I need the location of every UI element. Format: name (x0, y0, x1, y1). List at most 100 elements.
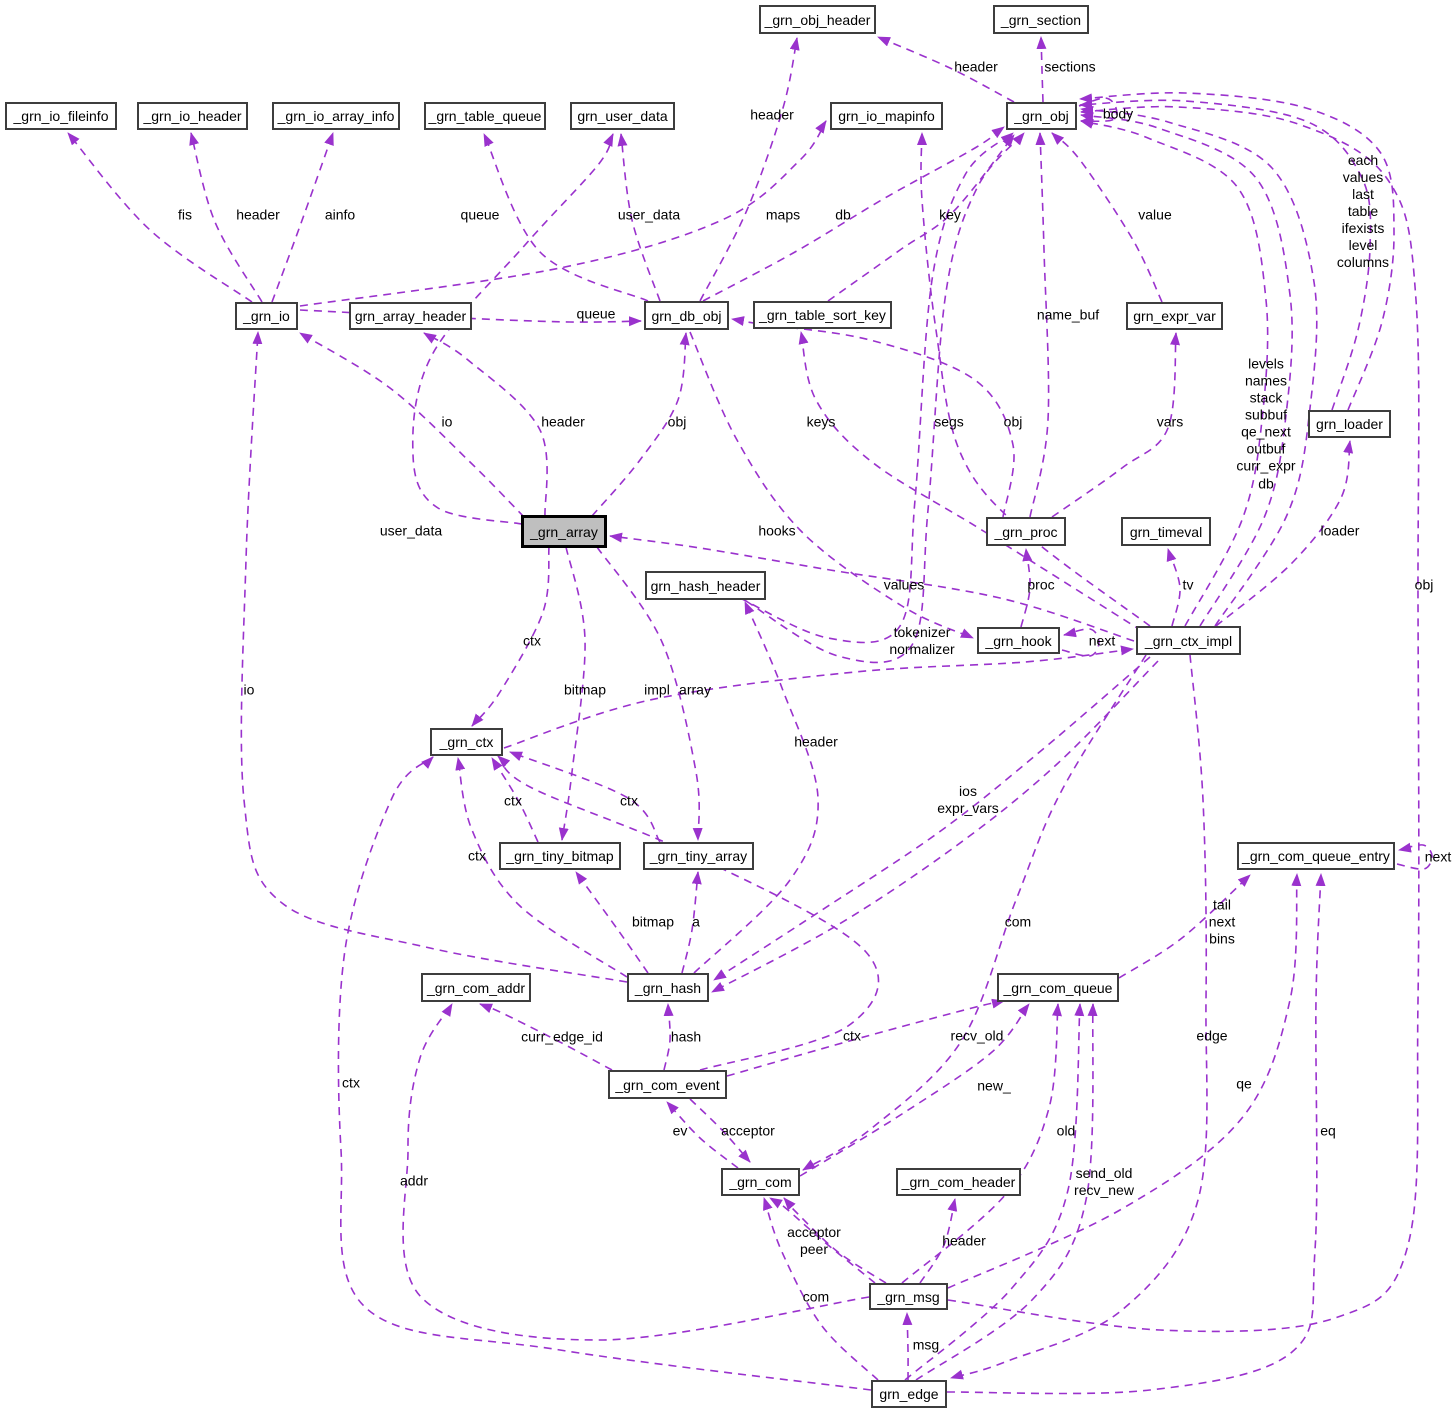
edge-label-io-_grn_io: io (243, 681, 255, 698)
node-_grn_hash[interactable]: _grn_hash (627, 973, 709, 1002)
edge-label-impl-_grn_ctx_impl: impl (644, 681, 670, 698)
node-_grn_obj[interactable]: _grn_obj (1006, 102, 1077, 130)
edge-grn_edge-_grn_msg (902, 1312, 913, 1381)
edge-label-bitmap-_grn_tiny_bitmap: bitmap (563, 681, 607, 698)
edge-label-recv_old-_grn_com_queue: recv_old (950, 1027, 1004, 1044)
edge-_grn_ctx_impl-grn_edge (950, 654, 1208, 1380)
node-_grn_proc[interactable]: _grn_proc (986, 517, 1066, 546)
node-grn_expr_var[interactable]: grn_expr_var (1126, 302, 1223, 330)
edge-label-next-_grn_com_queue_entry: next (1424, 848, 1452, 865)
edge-label-values-_grn_array: values (883, 576, 925, 593)
node-_grn_tiny_array[interactable]: _grn_tiny_array (643, 842, 754, 870)
edge-label-body-_grn_obj: body (1102, 105, 1134, 122)
edge-label-next-_grn_hook: next (1088, 632, 1116, 649)
node-_grn_io[interactable]: _grn_io (235, 302, 298, 330)
edge-_grn_ctx_impl-_grn_hash (713, 656, 1151, 981)
edge-_grn_com_event-_grn_ctx (497, 755, 880, 1071)
edge-label-user_data-grn_user_data: user_data (379, 522, 443, 539)
node-grn_user_data[interactable]: grn_user_data (570, 102, 675, 130)
edge-label-key-_grn_obj: key (939, 206, 961, 223)
edge-label-tv-grn_timeval: tv (1182, 576, 1194, 593)
edge-label-ctx-_grn_ctx: ctx (342, 1074, 360, 1091)
edge-label-vars-grn_expr_var: vars (1156, 413, 1184, 430)
node-_grn_io_fileinfo[interactable]: _grn_io_fileinfo (5, 102, 117, 130)
edge-grn_loader-_grn_obj (1079, 99, 1372, 411)
edge-label-queue-grn_db_obj: queue (576, 305, 616, 322)
edge-label-header-grn_hash_header: header (794, 733, 838, 750)
edge-label-hooks-_grn_hook: hooks (758, 522, 796, 539)
edge-label-loader-grn_loader: loader (1320, 522, 1360, 539)
edge-label-ev-_grn_com_event: ev (672, 1122, 688, 1139)
edge-label-bitmap-_grn_tiny_bitmap: bitmap (631, 913, 675, 930)
node-grn_timeval[interactable]: grn_timeval (1121, 517, 1211, 546)
edge-label-a-_grn_tiny_array: a (692, 913, 700, 930)
edge-grn_edge-_grn_com_queue_entry (946, 873, 1326, 1395)
edge-label-com-_grn_com: com (1004, 913, 1032, 930)
node-_grn_section[interactable]: _grn_section (993, 5, 1089, 34)
edge-_grn_obj-_grn_section (1036, 36, 1047, 103)
node-_grn_table_sort_key[interactable]: _grn_table_sort_key (753, 301, 892, 329)
node-grn_loader[interactable]: grn_loader (1308, 410, 1391, 438)
node-_grn_hook[interactable]: _grn_hook (977, 627, 1060, 654)
edge-label-keys-_grn_table_sort_key: keys (806, 413, 836, 430)
edge-label-hash-_grn_hash: hash (670, 1028, 702, 1045)
node-_grn_com_queue_entry[interactable]: _grn_com_queue_entry (1237, 842, 1395, 870)
node-_grn_obj_header[interactable]: _grn_obj_header (759, 5, 876, 34)
node-_grn_io_header[interactable]: _grn_io_header (137, 102, 248, 130)
edge-_grn_ctx_impl-_grn_com (802, 654, 1147, 1171)
edge-label-db-_grn_obj: db (835, 206, 851, 223)
node-_grn_ctx_impl[interactable]: _grn_ctx_impl (1136, 626, 1241, 655)
edge-label-segs-grn_io_mapinfo: segs (934, 413, 964, 430)
edge-_grn_com_event-_grn_hash (663, 1003, 674, 1071)
edge-_grn_ctx_impl-_grn_table_sort_key (798, 331, 1143, 632)
edge-_grn_ctx_impl-_grn_hash (711, 660, 1159, 993)
edge-_grn_msg-_grn_obj (947, 105, 1420, 1333)
edge-label-each-values-last-table-ifexists-level-columns-_grn_obj: each values last table ifexists level co… (1336, 152, 1390, 271)
edge-label-ainfo-_grn_io_array_info: ainfo (324, 206, 356, 223)
edge-_grn_proc-grn_db_obj (731, 316, 1015, 518)
node-_grn_tiny_bitmap[interactable]: _grn_tiny_bitmap (499, 842, 621, 870)
node-_grn_com_addr[interactable]: _grn_com_addr (421, 973, 531, 1002)
edge-label-header-_grn_obj_header: header (954, 58, 998, 75)
edge-label-proc-_grn_proc: proc (1027, 576, 1055, 593)
edge-_grn_array-_grn_io (299, 332, 525, 518)
edge-_grn_ctx_impl-grn_timeval (1166, 548, 1181, 627)
edge-label-qe-_grn_com_queue_entry: qe (1236, 1075, 1252, 1092)
edge-label-msg-_grn_msg: msg (912, 1336, 940, 1353)
edge-_grn_table_sort_key-_grn_obj (827, 134, 1015, 302)
edge-label-acceptor-_grn_com: acceptor (721, 1122, 775, 1139)
edge-label-sections-_grn_section: sections (1044, 58, 1096, 75)
node-_grn_com_event[interactable]: _grn_com_event (608, 1070, 727, 1099)
edge-label-value-_grn_obj: value (1138, 206, 1172, 223)
edge-label-send_old-recv_new-_grn_com_queue: send_old recv_new (1074, 1164, 1134, 1198)
edge-label-acceptor-peer-_grn_com: acceptor peer (787, 1223, 841, 1257)
edge-_grn_proc-_grn_obj (1029, 132, 1050, 518)
edge-label-header-grn_array_header: header (541, 413, 585, 430)
edge-_grn_hash-grn_hash_header (693, 601, 819, 974)
edge-label-io-_grn_io: io (441, 413, 453, 430)
node-_grn_array[interactable]: _grn_array (521, 515, 607, 548)
node-_grn_msg[interactable]: _grn_msg (869, 1283, 948, 1310)
edge-label-maps-grn_io_mapinfo: maps (765, 206, 801, 223)
edge-_grn_io-_grn_io_fileinfo (67, 132, 253, 303)
edge-label-ctx-_grn_ctx: ctx (523, 632, 541, 649)
node-grn_hash_header[interactable]: grn_hash_header (645, 571, 766, 600)
node-_grn_com[interactable]: _grn_com (721, 1168, 800, 1196)
node-_grn_table_queue[interactable]: _grn_table_queue (424, 102, 546, 130)
edge-label-ios-expr_vars-_grn_hash: ios expr_vars (937, 782, 999, 816)
node-_grn_com_header[interactable]: _grn_com_header (896, 1168, 1021, 1196)
node-_grn_ctx[interactable]: _grn_ctx (430, 728, 503, 756)
edge-label-edge-grn_edge: edge (1196, 1027, 1228, 1044)
node-_grn_io_array_info[interactable]: _grn_io_array_info (272, 102, 400, 130)
node-grn_db_obj[interactable]: grn_db_obj (644, 301, 729, 330)
edge-label-tail-next-bins-_grn_com_queue_entry: tail next bins (1208, 896, 1236, 947)
edge-label-user_data-grn_user_data: user_data (617, 206, 681, 223)
edge-label-addr-_grn_com_addr: addr (399, 1172, 429, 1189)
edge-label-tokenizer-normalizer-_grn_obj: tokenizer normalizer (889, 623, 955, 657)
node-grn_edge[interactable]: grn_edge (871, 1380, 947, 1408)
node-grn_io_mapinfo[interactable]: grn_io_mapinfo (830, 102, 943, 130)
edge-label-header-_grn_obj_header: header (750, 106, 794, 123)
node-_grn_com_queue[interactable]: _grn_com_queue (997, 973, 1119, 1002)
node-grn_array_header[interactable]: grn_array_header (349, 302, 472, 330)
